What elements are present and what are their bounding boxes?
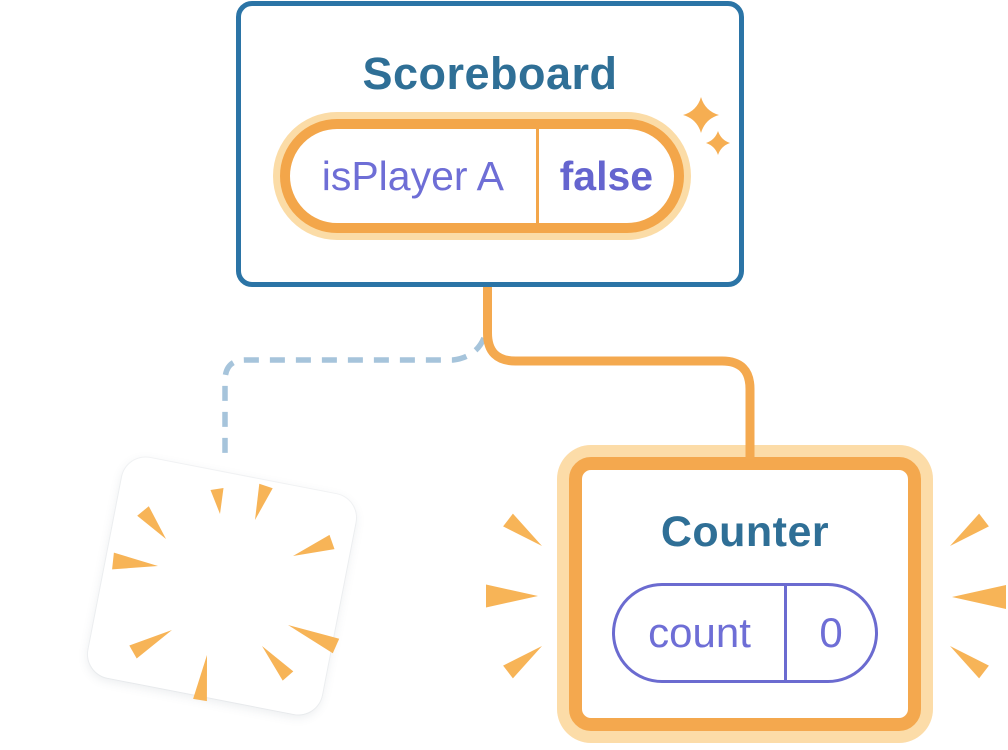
scoreboard-state-pill: isPlayer A false	[280, 119, 684, 233]
pill-divider	[784, 586, 787, 680]
destroyed-component-card	[83, 453, 361, 719]
state-key-label: count	[648, 609, 751, 656]
scoreboard-title: Scoreboard	[362, 48, 618, 99]
pill-divider	[535, 129, 539, 223]
state-value-label: false	[559, 152, 654, 199]
state-key-label: isPlayer A	[321, 152, 505, 199]
connector-dashed-line	[222, 336, 487, 461]
counter-title: Counter	[660, 508, 830, 556]
counter-state-pill: count 0	[612, 583, 878, 683]
state-value-label: 0	[819, 609, 843, 656]
connector-solid-line	[483, 287, 755, 459]
